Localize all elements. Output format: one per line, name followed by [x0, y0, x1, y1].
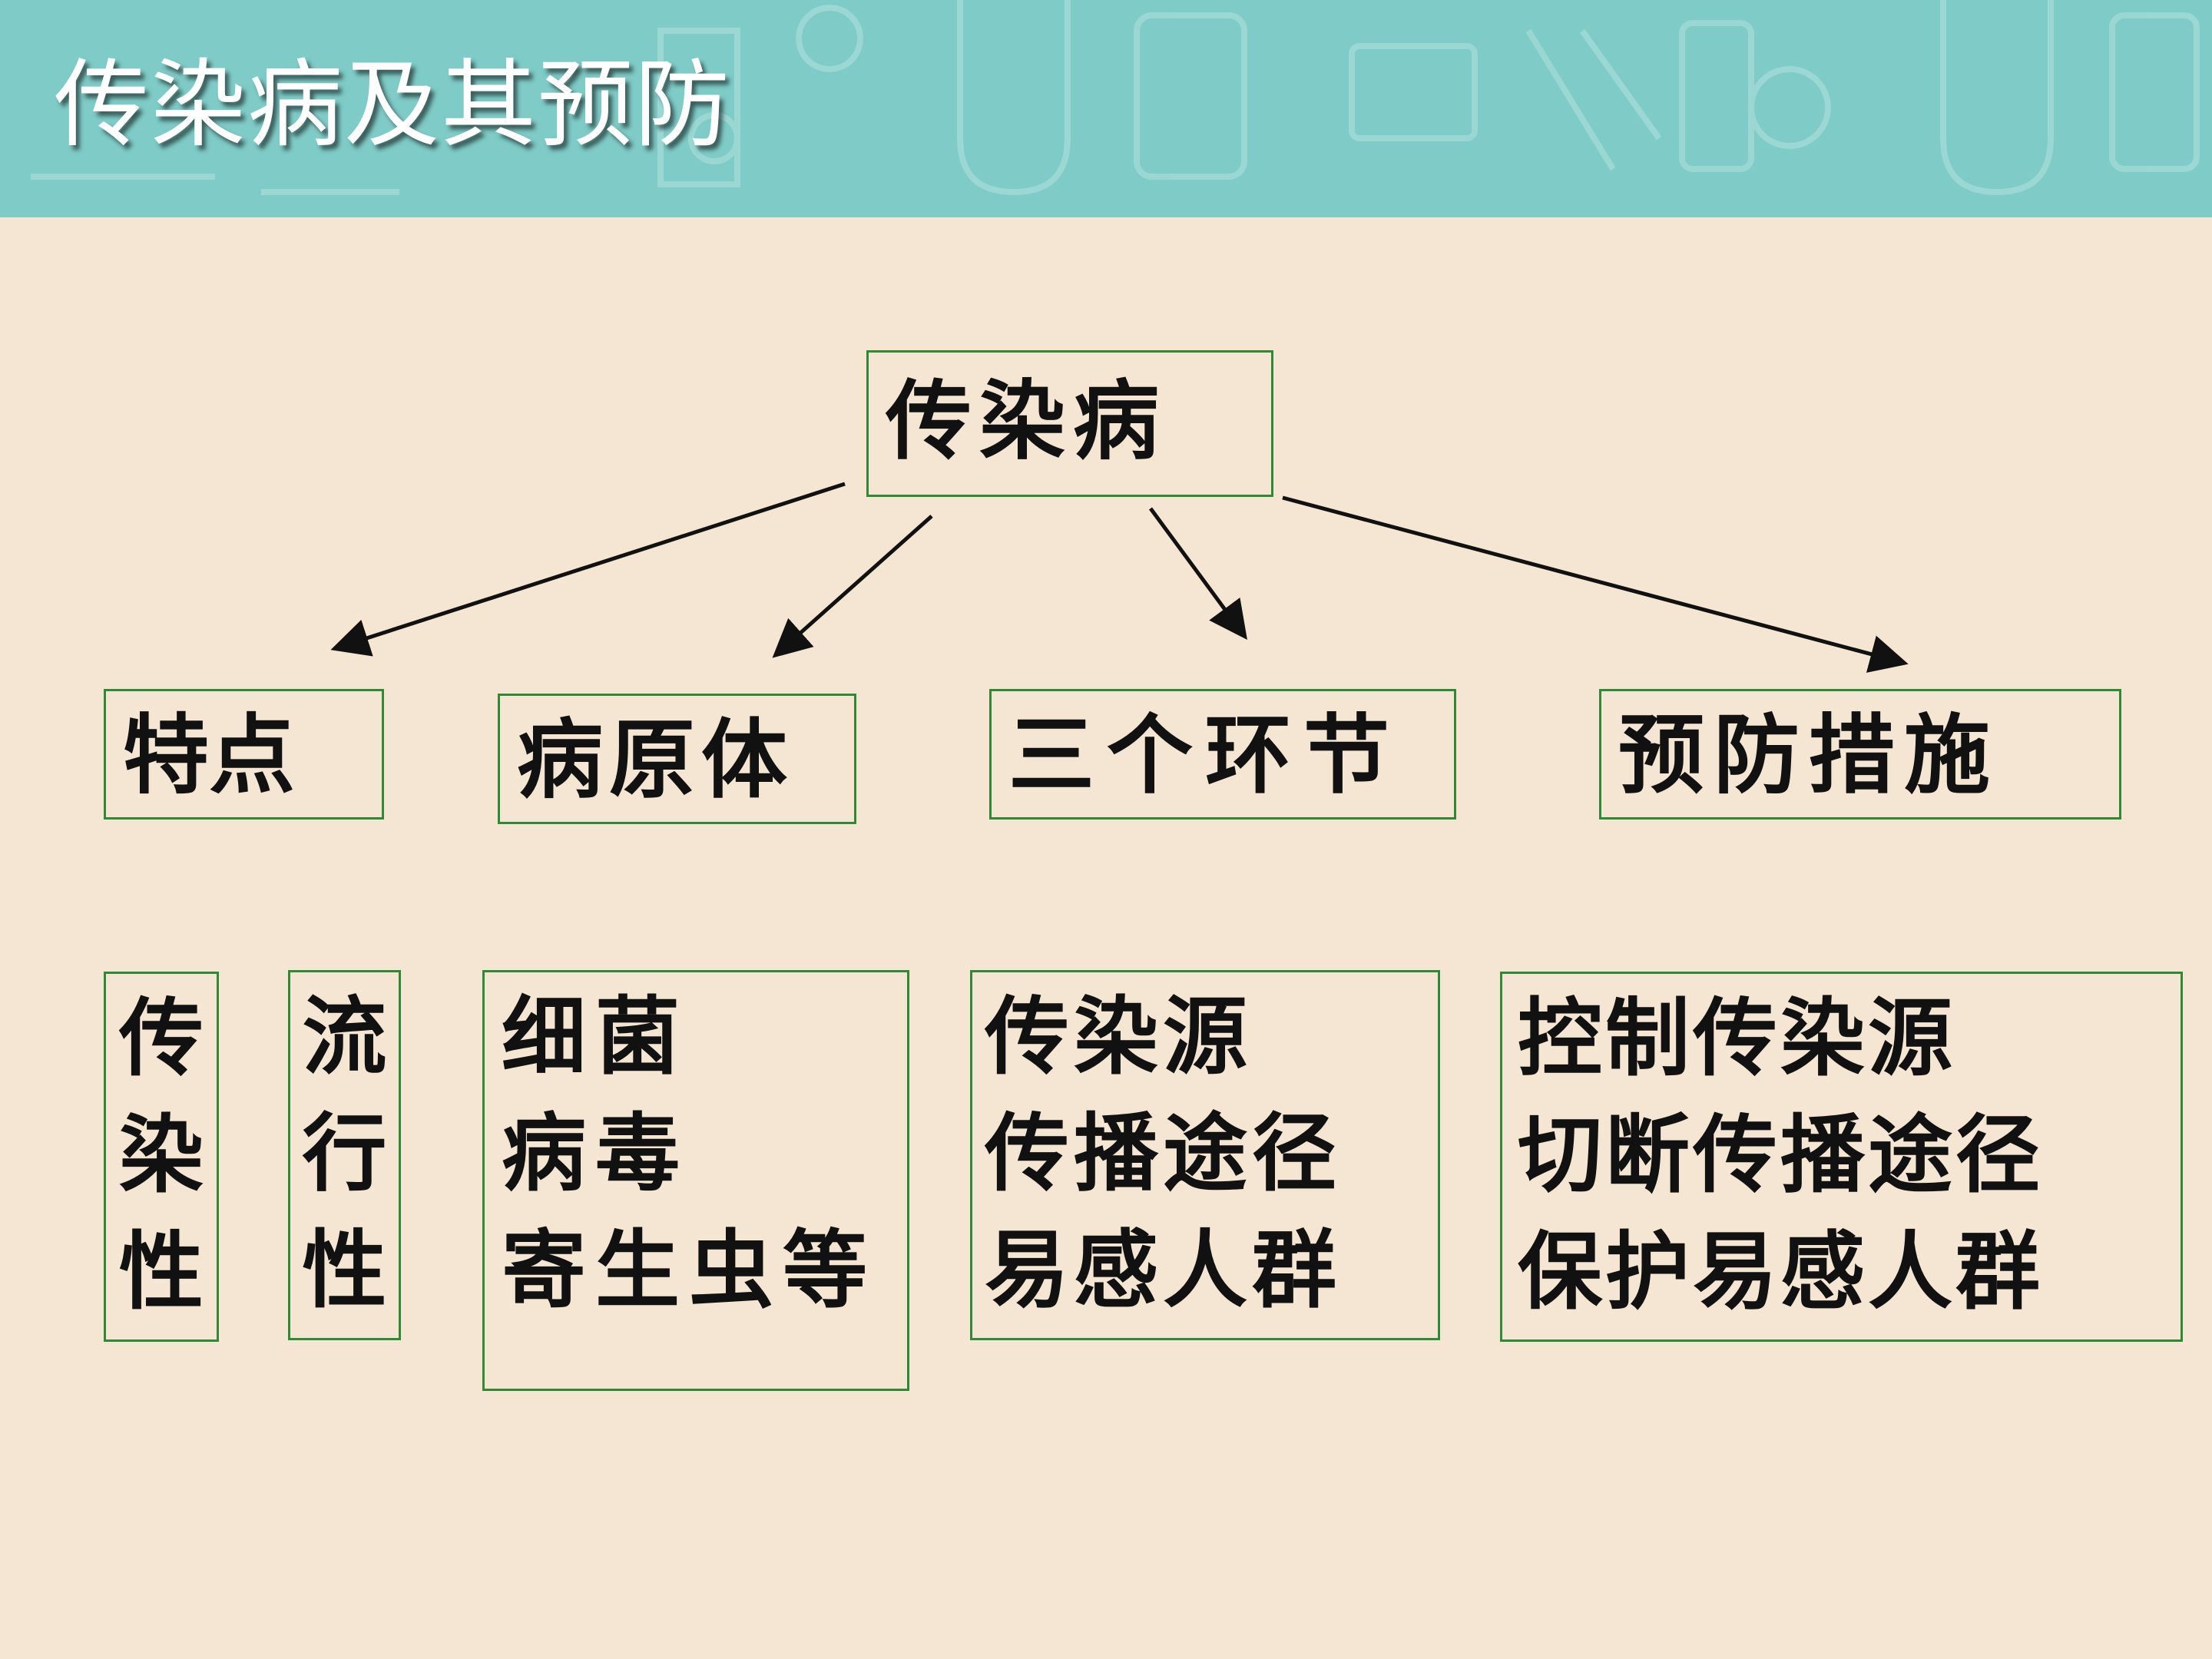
- link-item: 传播途径: [985, 1104, 1341, 1203]
- header-banner: 传染病及其预防: [0, 0, 2212, 217]
- measures-list: 控制传染源 切断传播途径 保护易感人群: [1500, 972, 2183, 1342]
- feature-infectious-char-1: 传: [119, 988, 204, 1088]
- pathogen-item: 寄生虫等: [502, 1220, 876, 1320]
- root-label: 传染病: [886, 371, 1167, 472]
- category-links-label: 三个环节: [1008, 705, 1402, 806]
- pathogen-list: 细菌 病毒 寄生虫等: [482, 970, 909, 1391]
- feature-epidemic-char-1: 流: [302, 987, 387, 1086]
- category-features: 特点: [104, 689, 384, 820]
- link-item: 易感人群: [985, 1220, 1341, 1320]
- page-title: 传染病及其预防: [54, 50, 732, 161]
- pathogen-item: 细菌: [502, 987, 689, 1086]
- category-pathogens-label: 病原体: [517, 710, 793, 810]
- link-item: 传染源: [985, 987, 1252, 1086]
- feature-infectious: 传 染 性: [104, 972, 219, 1342]
- feature-infectious-char-3: 性: [119, 1222, 204, 1321]
- lab-pattern-decoration: [31, 0, 2200, 196]
- measure-item: 控制传染源: [1518, 988, 1955, 1088]
- arrow-to-features: [330, 482, 846, 657]
- pathogen-item: 病毒: [502, 1104, 689, 1203]
- category-links: 三个环节: [989, 689, 1456, 820]
- arrow-to-pathogens: [772, 515, 933, 658]
- feature-epidemic: 流 行 性: [288, 970, 401, 1340]
- feature-epidemic-char-3: 性: [302, 1220, 387, 1320]
- arrow-to-links: [1148, 507, 1247, 641]
- category-measures: 预防措施: [1599, 689, 2121, 820]
- category-features-label: 特点: [123, 705, 295, 806]
- category-measures-label: 预防措施: [1618, 705, 1999, 806]
- root-node: 传染病: [866, 350, 1273, 497]
- measure-item: 切断传播途径: [1518, 1105, 2043, 1204]
- feature-infectious-char-2: 染: [119, 1105, 204, 1204]
- category-pathogens: 病原体: [498, 694, 856, 824]
- feature-epidemic-char-2: 行: [302, 1104, 387, 1203]
- arrow-to-measures: [1282, 495, 1909, 673]
- measure-item: 保护易感人群: [1518, 1222, 2043, 1321]
- links-list: 传染源 传播途径 易感人群: [970, 970, 1440, 1340]
